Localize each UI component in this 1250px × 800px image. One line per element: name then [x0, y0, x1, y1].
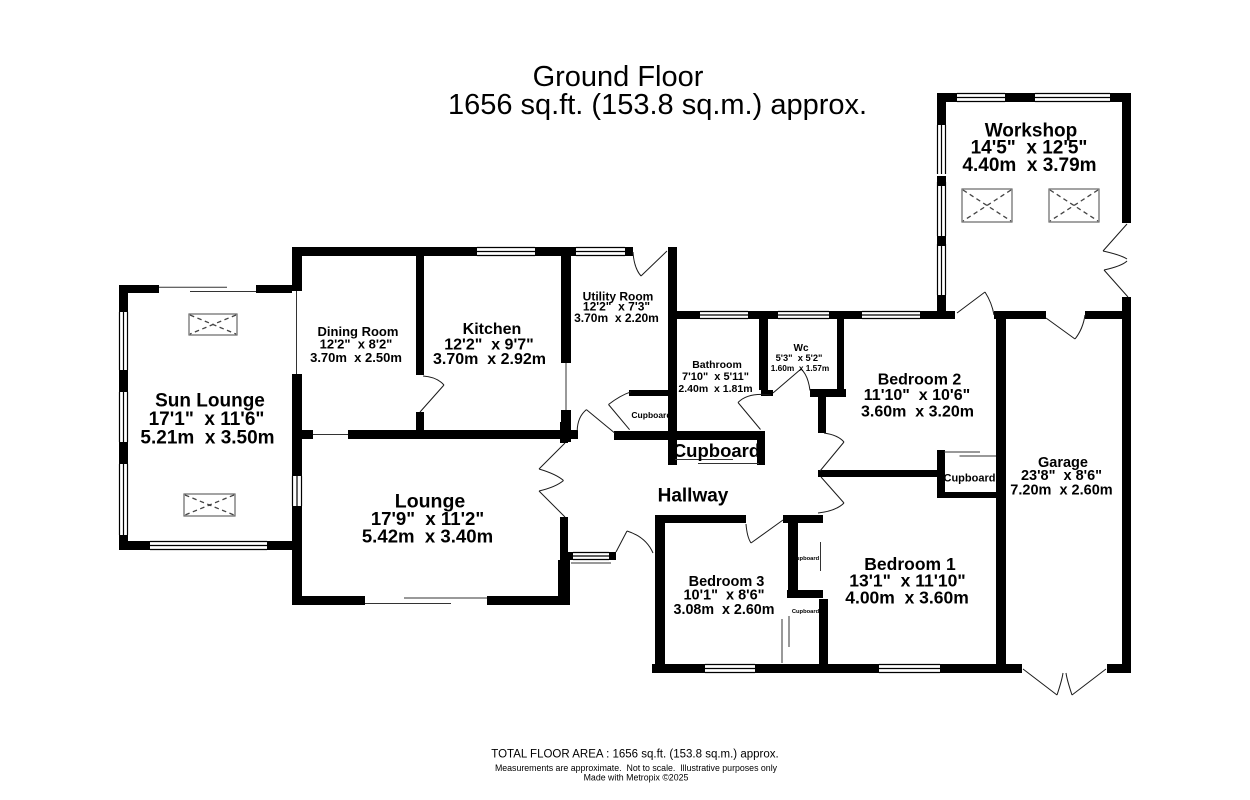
svg-text:4.00m x 3.60m: 4.00m x 3.60m [845, 588, 969, 608]
svg-text:Made with Metropix ©2025: Made with Metropix ©2025 [584, 773, 689, 783]
svg-text:Wc: Wc [794, 343, 809, 354]
svg-text:Cupboard: Cupboard [792, 609, 820, 615]
svg-text:Utility Room: Utility Room [583, 290, 654, 304]
svg-text:3.60m x 3.20m: 3.60m x 3.20m [861, 404, 974, 421]
svg-text:2.40m x 1.81m: 2.40m x 1.81m [678, 383, 752, 395]
svg-text:7.20m x 2.60m: 7.20m x 2.60m [1010, 483, 1112, 499]
svg-text:12'2" x 7'3": 12'2" x 7'3" [583, 300, 650, 314]
svg-text:Bedroom 1: Bedroom 1 [864, 554, 956, 574]
svg-text:Sun Lounge: Sun Lounge [155, 391, 265, 412]
svg-text:12'2" x 8'2": 12'2" x 8'2" [320, 337, 393, 352]
svg-text:Bedroom 2: Bedroom 2 [878, 372, 962, 389]
svg-text:Bedroom 3: Bedroom 3 [689, 574, 765, 590]
svg-text:5.42m x 3.40m: 5.42m x 3.40m [362, 526, 493, 547]
svg-text:3.70m x 2.50m: 3.70m x 2.50m [310, 350, 402, 365]
svg-text:Cupboard: Cupboard [673, 440, 760, 461]
svg-text:Measurements are approximate.: Measurements are approximate. Not to sca… [495, 763, 778, 773]
svg-text:4.40m x 3.79m: 4.40m x 3.79m [962, 155, 1096, 176]
svg-text:Ground Floor: Ground Floor [533, 61, 704, 93]
svg-text:5.21m x 3.50m: 5.21m x 3.50m [140, 428, 274, 449]
svg-text:Lounge: Lounge [395, 491, 466, 513]
svg-text:10'1" x 8'6": 10'1" x 8'6" [683, 587, 764, 603]
svg-text:Hallway: Hallway [658, 486, 729, 507]
svg-text:23'8" x 8'6": 23'8" x 8'6" [1021, 468, 1102, 484]
svg-text:11'10" x 10'6": 11'10" x 10'6" [864, 387, 970, 404]
svg-text:12'2" x 9'7": 12'2" x 9'7" [444, 337, 534, 354]
svg-text:Bathroom: Bathroom [692, 359, 742, 371]
svg-text:7'10" x 5'11": 7'10" x 5'11" [682, 371, 749, 383]
svg-text:13'1" x 11'10": 13'1" x 11'10" [849, 571, 965, 591]
svg-text:Garage: Garage [1038, 455, 1088, 471]
svg-text:Dining Room: Dining Room [318, 324, 399, 339]
svg-text:3.70m x 2.20m: 3.70m x 2.20m [574, 311, 659, 325]
svg-text:14'5" x 12'5": 14'5" x 12'5" [971, 138, 1088, 159]
svg-text:17'1" x 11'6": 17'1" x 11'6" [149, 409, 265, 430]
svg-text:TOTAL FLOOR AREA : 1656 sq.ft.: TOTAL FLOOR AREA : 1656 sq.ft. (153.8 sq… [491, 749, 778, 761]
svg-text:1656 sq.ft. (153.8 sq.m.) appr: 1656 sq.ft. (153.8 sq.m.) approx. [448, 89, 867, 121]
svg-text:Cupboard: Cupboard [792, 556, 820, 562]
svg-text:3.70m x 2.92m: 3.70m x 2.92m [433, 351, 546, 368]
svg-text:Workshop: Workshop [985, 120, 1078, 141]
svg-text:3.08m x 2.60m: 3.08m x 2.60m [674, 602, 775, 618]
svg-text:Cupboard: Cupboard [631, 410, 671, 420]
svg-text:Cupboard: Cupboard [944, 473, 996, 485]
svg-text:17'9" x 11'2": 17'9" x 11'2" [371, 508, 484, 529]
svg-text:5'3" x 5'2": 5'3" x 5'2" [776, 353, 823, 363]
svg-text:1.60m x 1.57m: 1.60m x 1.57m [771, 363, 830, 373]
svg-text:Kitchen: Kitchen [463, 321, 522, 338]
